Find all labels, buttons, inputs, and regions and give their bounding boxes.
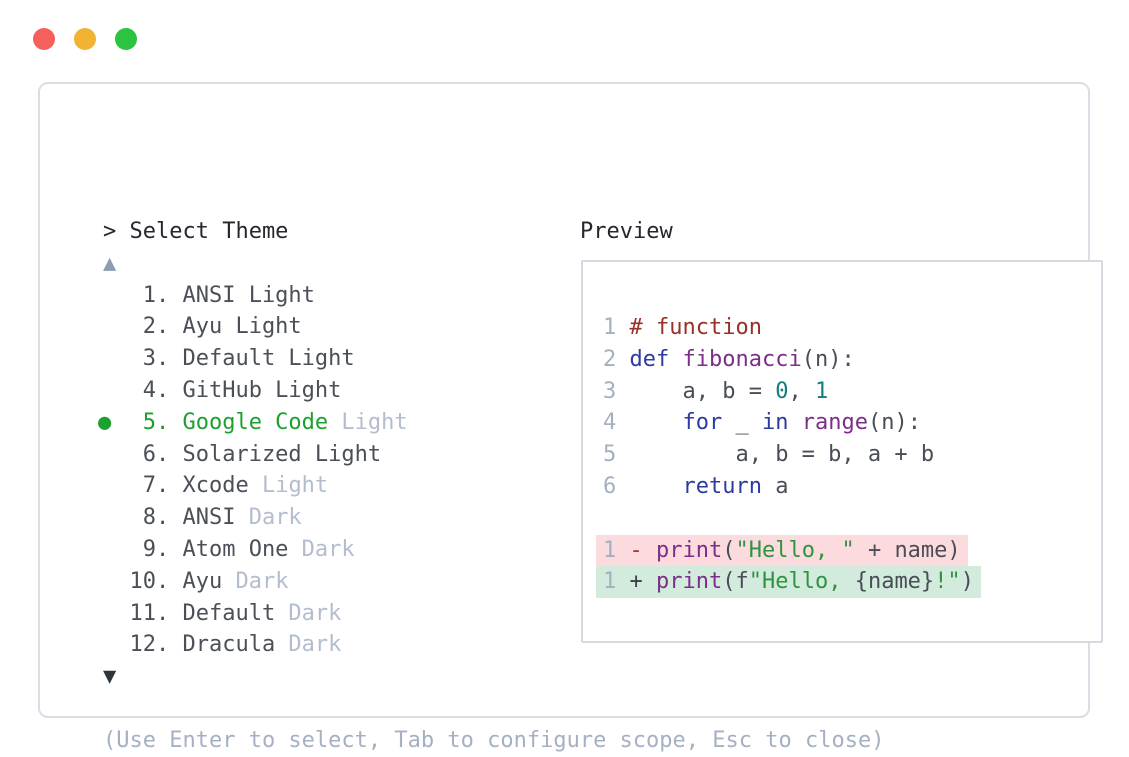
theme-item-xcode-light[interactable]: 7. Xcode Light (103, 473, 329, 499)
theme-item-default-light[interactable]: 3. Default Light (103, 346, 355, 372)
preview-pane: 1 # function 2 def fibonacci(n): 3 a, b = … (581, 260, 1103, 643)
maximize-button[interactable] (115, 28, 137, 50)
preview-label: Preview (580, 219, 673, 244)
theme-item-ayu-light[interactable]: 2. Ayu Light (103, 314, 302, 340)
theme-item-default-dark[interactable]: 11. Default Dark (103, 600, 342, 626)
select-theme-prompt: > Select Theme (103, 219, 289, 244)
theme-list: 1. ANSI Light 2. Ayu Light 3. Default Li… (98, 280, 884, 662)
code-line-5: 5 a, b = b, a + b (603, 442, 935, 468)
theme-selector-column: > Select Theme ▲ 1. ANSI Light 2. Ayu Li… (98, 216, 885, 757)
theme-item-atom-one-dark[interactable]: 9. Atom One Dark (103, 536, 355, 562)
keyboard-hint: (Use Enter to select, Tab to configure s… (103, 727, 885, 753)
theme-item-ansi-light[interactable]: 1. ANSI Light (103, 282, 315, 308)
theme-item-google-code-light[interactable]: ● 5. Google Code Light (98, 407, 884, 439)
scroll-up-icon[interactable]: ▲ (103, 250, 117, 276)
code-blank-line (603, 503, 981, 535)
selected-bullet-icon: ● (98, 409, 112, 435)
scroll-down-icon[interactable]: ▼ (103, 664, 117, 690)
diff-line-added: 1 + print(f"Hello, {name}!") (596, 566, 981, 599)
code-line-3: 3 a, b = 0, 1 (603, 378, 829, 404)
theme-item-ayu-dark[interactable]: 10. Ayu Dark (103, 568, 289, 594)
code-line-1: 1 # function (603, 315, 762, 340)
code-line-2: 2 def fibonacci(n): (603, 346, 855, 372)
theme-item-ansi-dark[interactable]: 8. ANSI Dark (103, 505, 302, 531)
theme-item-solarized-light[interactable]: 6. Solarized Light (103, 441, 382, 467)
code-line-4: 4 for _ in range(n): (603, 410, 921, 436)
spacer-row (103, 693, 884, 725)
window-controls (33, 28, 137, 50)
theme-picker-dialog: > Select Theme ▲ 1. ANSI Light 2. Ayu Li… (38, 82, 1103, 753)
theme-item-dracula-dark[interactable]: 12. Dracula Dark (103, 632, 342, 658)
diff-line-removed: 1 - print("Hello, " + name) (596, 534, 981, 567)
code-line-6: 6 return a (603, 473, 789, 499)
minimize-button[interactable] (74, 28, 96, 50)
code-preview: 1 # function 2 def fibonacci(n): 3 a, b = … (583, 262, 981, 599)
close-button[interactable] (33, 28, 55, 50)
theme-item-github-light[interactable]: 4. GitHub Light (103, 377, 342, 403)
